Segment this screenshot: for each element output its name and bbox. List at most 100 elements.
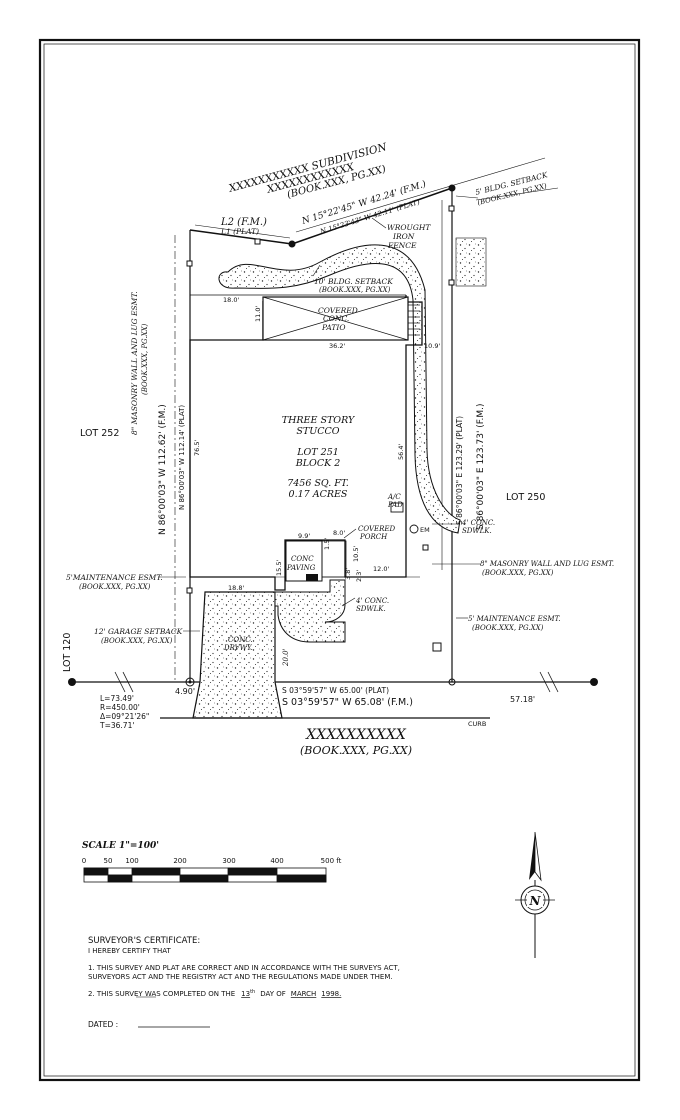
maint-left-2: (BOOK.XXX, PG.XX) xyxy=(79,583,151,591)
curve-l: L=73.49' xyxy=(100,694,134,703)
svg-text:500 ft: 500 ft xyxy=(321,857,342,865)
surveyor-certificate: SURVEYOR'S CERTIFICATE: I HEREBY CERTIFY… xyxy=(88,936,400,1029)
north-arrow-icon: N xyxy=(515,831,555,958)
svg-text:50: 50 xyxy=(104,857,113,865)
inner-border xyxy=(43,43,636,1077)
ac-2: PAD xyxy=(387,501,403,509)
dim-12: 12.0' xyxy=(373,565,389,573)
area-label-2: 0.17 ACRES xyxy=(289,489,348,500)
lot-label-2: BLOCK 2 xyxy=(295,458,341,469)
scale-title: SCALE 1"=100' xyxy=(82,841,159,851)
dim-20: 20.0' xyxy=(282,648,290,667)
dim-4-90: 4.90' xyxy=(175,687,195,696)
garage-1: 12' GARAGE SETBACK xyxy=(94,627,183,636)
sdwlk-4: SDWLK. xyxy=(356,605,386,613)
cert-dated: DATED : xyxy=(88,1020,118,1029)
porch-1: COVERED xyxy=(358,525,396,533)
ac-1: A/C xyxy=(387,493,401,501)
scale-ticks: 0 50 100 200 300 400 500 ft xyxy=(82,857,342,865)
west-bearing-fm: N 86°00'03" W 112.62' (F.M.) xyxy=(158,404,168,535)
dim-10-5: 10.5' xyxy=(352,546,360,562)
curve-t: T=36.71' xyxy=(99,721,134,730)
masonry-right-2: (BOOK.XXX, PG.XX) xyxy=(482,569,554,577)
em-label: EM xyxy=(420,526,430,534)
dim-2-3: 2.3' xyxy=(355,570,363,582)
scale-bar xyxy=(83,867,327,883)
paving-1: CONC xyxy=(291,555,314,563)
svg-text:0: 0 xyxy=(82,857,86,865)
svg-text:300: 300 xyxy=(222,857,235,865)
dim-18-8: 18.8' xyxy=(228,584,244,592)
maint-left-1: 5'MAINTENANCE ESMT. xyxy=(66,573,163,582)
street-ref: (BOOK.XXX, PG.XX) xyxy=(300,744,412,757)
lot-252: LOT 252 xyxy=(80,428,119,439)
curve-r: R=450.00' xyxy=(100,703,140,712)
cert-title: SURVEYOR'S CERTIFICATE: xyxy=(88,936,200,946)
garage-2: (BOOK.XXX, PG.XX) xyxy=(101,637,173,645)
svg-text:100: 100 xyxy=(125,857,138,865)
dim-10-9: 10.9' xyxy=(424,342,440,350)
lot-label-1: LOT 251 xyxy=(296,447,339,458)
dim-11: 11.0' xyxy=(254,306,262,322)
drwy-1: CONC. xyxy=(228,636,253,644)
house-label-1: THREE STORY xyxy=(282,415,356,426)
front-sidewalk xyxy=(274,579,346,643)
dim-18: 18.0' xyxy=(223,296,239,304)
masonry-right-1: 8" MASONRY WALL AND LUG ESMT. xyxy=(480,560,614,568)
east-bearing-plat: S 86°00'03" E 123.29' (PLAT) xyxy=(455,416,464,525)
patio-2: CONC. xyxy=(323,314,349,323)
bldg-setback-10: 10' BLDG. SETBACK xyxy=(314,277,393,286)
patio-1: COVERED xyxy=(318,306,358,315)
svg-text:400: 400 xyxy=(270,857,283,865)
dim-8: 8.0' xyxy=(333,529,345,537)
maint-right-1: 5' MAINTENANCE ESMT. xyxy=(468,615,561,623)
lot-250: LOT 250 xyxy=(506,492,545,503)
maint-right-2: (BOOK.XXX, PG.XX) xyxy=(472,624,544,632)
masonry-left-2: (BOOK.XXX, PG.XX) xyxy=(141,323,149,395)
south-bearing-plat: S 03°59'57" W 65.00' (PLAT) xyxy=(282,686,389,695)
house-outline xyxy=(189,295,423,591)
house-label-2: STUCCO xyxy=(296,426,339,437)
masonry-left-1: 8" MASONRY WALL AND LUG ESMT. xyxy=(130,291,139,435)
wrought-fence-3: FENCE xyxy=(387,241,417,250)
covered-porch xyxy=(321,540,347,578)
lot-250-hatch xyxy=(455,237,487,287)
leader-lines xyxy=(158,195,480,632)
wrought-fence-2: IRON xyxy=(392,232,415,241)
curving-sidewalk xyxy=(218,244,461,534)
area-label-1: 7456 SQ. FT. xyxy=(287,478,349,489)
dim-1-5: 1.5' xyxy=(323,538,331,550)
concrete-driveway xyxy=(192,591,283,719)
svg-text:200: 200 xyxy=(173,857,186,865)
cert-intro: I HEREBY CERTIFY THAT xyxy=(88,947,172,955)
street-name: XXXXXXXXXX xyxy=(305,727,407,743)
cert-item-1b: SURVEYORS ACT AND THE REGISTRY ACT AND T… xyxy=(88,973,393,981)
sdwlk-2: SDWLK. xyxy=(462,527,492,535)
dim-76: 76.5' xyxy=(193,440,201,456)
wrought-fence-1: WROUGHT xyxy=(387,223,431,232)
dim-9-9: 9.9' xyxy=(298,532,310,540)
drwy-2: DRVWY. xyxy=(223,644,253,652)
sdwlk-1: 4' CONC. xyxy=(461,519,495,527)
electric-meter xyxy=(409,524,419,534)
l2-label: L2 (F.M.) xyxy=(220,217,267,228)
east-bearing-fm: S 86°00'03" E 123.73' (F.M.) xyxy=(476,403,486,530)
outer-border xyxy=(38,38,641,1082)
boundary-markers xyxy=(68,184,598,687)
l1-label: L1 (PLAT) xyxy=(220,227,259,236)
west-bearing-plat: N 86°00'03" W 112.14' (PLAT) xyxy=(178,405,186,510)
ac-pad xyxy=(390,502,404,513)
patio-3: PATIO xyxy=(321,323,345,332)
dim-36: 36.2' xyxy=(329,342,345,350)
cert-item-1a: 1. THIS SURVEY AND PLAT ARE CORRECT AND … xyxy=(88,964,400,972)
sdwlk-3: 4' CONC. xyxy=(355,597,389,605)
dim-3-8: 3.8' xyxy=(344,568,352,580)
south-bearing-fm: S 03°59'57" W 65.08' (F.M.) xyxy=(282,697,413,708)
dim-56: 56.4' xyxy=(397,444,405,460)
bldg-setback-10-ref: (BOOK.XXX, PG.XX) xyxy=(319,286,391,294)
curve-d: Δ=09°21'26" xyxy=(100,712,149,721)
porch-2: PORCH xyxy=(359,533,388,541)
paving-2: PAVING xyxy=(286,564,316,572)
